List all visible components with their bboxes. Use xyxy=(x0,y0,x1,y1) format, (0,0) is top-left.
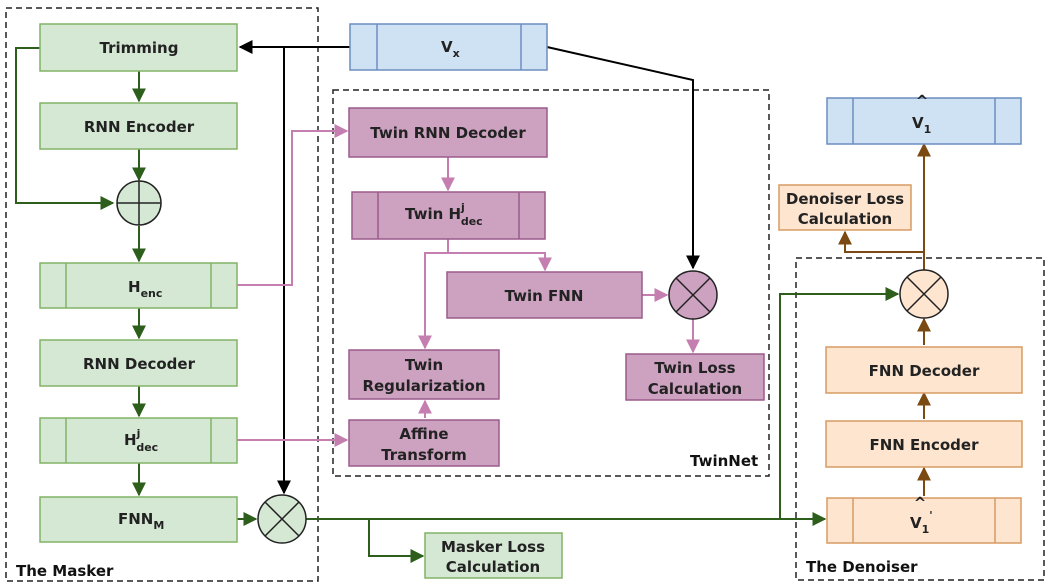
arrow-henc-to-twin-rnn-decoder xyxy=(237,124,349,286)
denoiser-loss-line1: Denoiser Loss xyxy=(786,190,904,208)
svg-text:^: ^ xyxy=(916,92,929,110)
arrow-twin-h-to-twin-fnn xyxy=(447,239,552,272)
v1-hat-label: ^ V1 xyxy=(912,92,931,136)
denoiser-loss-box xyxy=(778,184,912,231)
svg-text:V1: V1 xyxy=(912,114,931,136)
arrow-trimming-skip-to-sum xyxy=(15,47,115,210)
twinnet-group-border xyxy=(332,89,770,477)
affine-transform-line2: Transform xyxy=(381,446,467,464)
sum-operator xyxy=(116,180,162,226)
denoiser-group-label: The Denoiser xyxy=(806,558,918,576)
masker-loss-box xyxy=(424,532,563,579)
arrow-mult-to-masker-loss xyxy=(368,519,425,563)
v1-hat-block xyxy=(826,97,1022,145)
twin-rnn-decoder-box xyxy=(348,107,548,158)
denoiser-loss-line2: Calculation xyxy=(798,210,892,228)
masker-group-label: The Masker xyxy=(16,562,114,580)
rnn-decoder-box xyxy=(39,339,238,387)
twin-fnn-box xyxy=(446,271,643,319)
trimming-box xyxy=(39,23,238,72)
twin-regularization-line2: Regularization xyxy=(362,377,485,395)
v1-prime-block xyxy=(826,497,1022,544)
twin-loss-line2: Calculation xyxy=(648,380,742,398)
twin-rnn-decoder-label: Twin RNN Decoder xyxy=(370,124,526,142)
masker-group-border xyxy=(5,7,319,582)
twin-fnn-label: Twin FNN xyxy=(505,287,584,305)
fnnm-box xyxy=(39,496,238,543)
masker-loss-line1: Masker Loss xyxy=(441,538,545,556)
fnnm-label: FNNM xyxy=(118,510,164,532)
v1-prime-label: ^ V1' xyxy=(910,494,933,536)
svg-text:V1': V1' xyxy=(910,509,933,536)
hdec-block xyxy=(39,417,238,464)
fnn-decoder-label: FNN Decoder xyxy=(869,362,980,380)
twin-regularization-line1: Twin xyxy=(405,356,443,374)
twin-loss-box xyxy=(625,353,765,401)
trimming-label: Trimming xyxy=(100,39,179,57)
svg-text:^: ^ xyxy=(914,494,927,512)
twin-multiply-operator xyxy=(668,270,718,320)
affine-transform-line1: Affine xyxy=(399,425,448,443)
rnn-encoder-label: RNN Encoder xyxy=(84,118,195,136)
arrow-denoiser-mult-to-denoiser-loss xyxy=(838,230,924,253)
denoiser-multiply-operator xyxy=(899,269,949,319)
twinnet-group-label: TwinNet xyxy=(690,452,758,470)
vx-label: Vx xyxy=(441,38,460,60)
denoiser-group-border xyxy=(795,257,1045,581)
affine-transform-box xyxy=(348,419,500,467)
henc-block xyxy=(39,262,238,309)
twin-h-block xyxy=(351,191,546,240)
fnn-decoder-box xyxy=(825,346,1023,394)
fnn-encoder-box xyxy=(825,420,1023,468)
twin-loss-line1: Twin Loss xyxy=(654,359,735,377)
arrow-vx-to-twin-mult xyxy=(546,46,700,270)
twin-regularization-box xyxy=(348,349,500,400)
fnn-encoder-label: FNN Encoder xyxy=(869,436,979,454)
henc-label: Henc xyxy=(128,278,162,300)
arrow-twin-h-to-twin-regularization xyxy=(418,252,448,350)
masker-loss-line2: Calculation xyxy=(446,558,540,576)
vx-block xyxy=(349,23,548,71)
rnn-decoder-label: RNN Decoder xyxy=(83,355,196,373)
arrow-mult-to-denoiser-mult xyxy=(779,287,900,519)
masker-multiply-operator xyxy=(257,494,307,544)
rnn-encoder-box xyxy=(39,102,238,150)
